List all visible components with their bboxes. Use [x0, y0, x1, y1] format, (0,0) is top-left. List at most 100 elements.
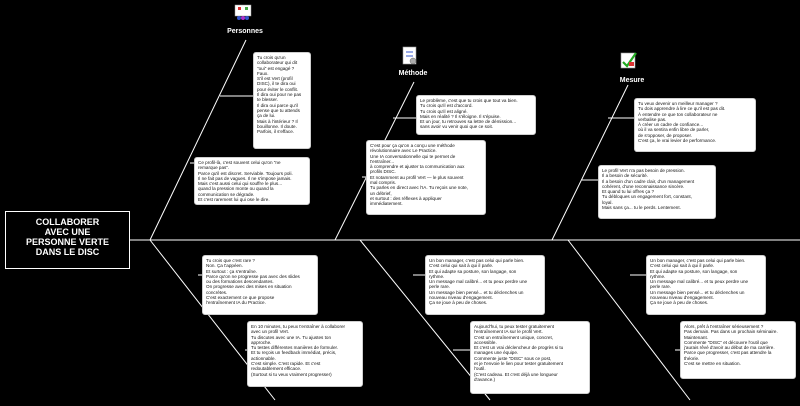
note-lower-4: Aujourd'hui, tu peux tester gratuitement…: [470, 321, 590, 394]
note-line: accessible.: [474, 339, 497, 345]
note-mesure-1: Tu veux devenir un meilleur manager ?Tu …: [634, 98, 756, 152]
note-line: "oui" est engagé ?: [257, 65, 295, 71]
note-line: nouveau niveau d'engagement.: [429, 295, 493, 301]
root-line: DANS LE DISC: [35, 247, 100, 257]
note-line: C'est exactement ce que propose: [206, 295, 275, 301]
people-board-icon: [234, 4, 252, 26]
checkmark-chart-icon: [620, 50, 638, 75]
checklist-icon: [402, 46, 418, 71]
note-line: révolutionnaire avec Le Practice.: [370, 148, 437, 154]
note-line: Parce que progresser, c'est pas attendre…: [684, 350, 772, 356]
note-line: Faux.: [257, 70, 269, 76]
note-line: DISC), il te dira oui: [257, 81, 296, 87]
note-line: (Surtout si tu veux vraiment progresser): [251, 371, 332, 377]
note-lower-1: Tu crois que c'est rare ?Non. Ça t'appée…: [202, 255, 318, 315]
note-line: immédiatement.: [370, 201, 403, 207]
note-line: Ça se joue à peu de choses.: [429, 300, 488, 306]
note-line: pense que tu attends: [257, 107, 300, 113]
note-line: te blesser.: [257, 97, 278, 103]
note-line: avec un profil Vert.: [251, 329, 290, 335]
note-line: Parce qu'on ne progresse pas avec des sl…: [206, 273, 300, 279]
note-line: C'est se mettre en situation.: [684, 361, 741, 367]
note-line: et surtout : des réflexes à appliquer: [370, 195, 442, 201]
category-label-methode: Méthode: [398, 70, 428, 77]
note-line: Parce qu'il est discret. Serviable. Touj…: [198, 170, 293, 176]
note-line: l'entraînement IA sur le profil Vert.: [474, 329, 543, 335]
note-line: Ce profil-là, c'est souvent celui qu'on …: [198, 160, 281, 165]
note-line: profils DISC.: [370, 169, 396, 175]
note-line: Tu débloques un engagement fort, constan…: [602, 194, 692, 200]
note-line: Mais c'est aussi celui qui souffre le pl…: [198, 181, 283, 187]
note-line: En 10 minutes, tu peux t'entraîner à col…: [251, 324, 346, 329]
note-line: actionnable.: [251, 355, 276, 361]
note-line: l'entraînement IA du Practice.: [206, 300, 266, 306]
note-line: Ça se joue à peu de choses.: [650, 300, 709, 306]
note-line: Et un jour, tu retrouves sa lettre de dé…: [420, 119, 517, 125]
note-line: à comprendre et ajuster ta communication…: [370, 164, 465, 170]
note-line: À entendre ce que ton collaborateur ne: [638, 111, 718, 117]
note-line: perle rare.: [650, 284, 671, 290]
root-line: PERSONNE VERTE: [25, 237, 110, 247]
note-line: Il ne fait pas de vagues. Il ne s'impose…: [198, 175, 292, 181]
note-line: Un message bien pensé... et tu déclenche…: [429, 289, 524, 295]
note-line: Tu crois qu'il est aligné.: [420, 108, 468, 114]
note-line: quand la pression monte ou quand la: [198, 186, 274, 192]
note-line: Tu crois qu'un: [257, 55, 286, 60]
note-line: Et surtout : ça s'entraîne.: [206, 268, 257, 274]
root-line: COLLABORER: [35, 217, 100, 227]
note-line: j'aurais rêvé d'avoir au début de ma car…: [684, 345, 775, 351]
note-line: Et tu reçois un feedback immédiat, préci…: [251, 350, 337, 356]
note-line: verbalise pas.: [638, 116, 667, 122]
note-line: Maintenant.: [684, 334, 709, 340]
note-methode-1: Le problème, c'est que tu crois que tout…: [416, 95, 536, 135]
note-line: Commente "DISC" et découvre l'outil que: [684, 339, 768, 345]
note-line: Une IA conversationnelle qui te permet d…: [370, 153, 456, 159]
note-line: Parfois, il s'efface.: [257, 129, 295, 135]
note-lower-2: En 10 minutes, tu peux t'entraîner à col…: [247, 321, 363, 387]
note-line: où il va sentira enfin libre de parler,: [638, 127, 710, 133]
rib-mesure: [551, 84, 629, 241]
note-lower-3: Un bon manager, c'est pas celui qui parl…: [425, 255, 545, 315]
note-line: Un message mal calibré... et tu peux per…: [429, 279, 528, 285]
note-line: de s'opposer, de proposer.: [638, 132, 692, 138]
rib-personnes: [149, 39, 247, 241]
note-line: cohérent, d'une reconnaissance sincère.: [602, 183, 685, 189]
note-line: À créer un cadre de confiance...: [638, 122, 704, 128]
note-line: mal compris.: [370, 180, 397, 186]
note-line: Et c'est rarement lui qui ose le dire.: [198, 197, 270, 203]
root-line: AVEC UNE: [44, 227, 91, 237]
note-line: (C'est cadeau. Et c'est déjà une longueu…: [474, 371, 558, 377]
note-line: t'entraîner...: [370, 158, 395, 164]
note-line: C'est celui qui sait à qui il parle.: [650, 263, 715, 269]
note-line: concrètes.: [206, 289, 228, 295]
note-mesure-2: Le profil Vert n'a pas besoin de pressio…: [598, 165, 716, 219]
note-line: C'est celui qui sait à qui il parle.: [429, 263, 494, 269]
rib-lower-2: [359, 239, 491, 401]
note-line: théorie.: [684, 355, 700, 361]
note-line: Mais à l'intérieur ? Il: [257, 118, 298, 124]
note-line: Et notamment au profil Vert — le plus so…: [370, 174, 464, 180]
note-line: loyal.: [602, 199, 613, 205]
note-line: l'outil.: [474, 366, 486, 372]
note-line: Mais en réalité ? Il s'éloigne. Il s'épu…: [420, 113, 501, 119]
root-title: COLLABORER AVEC UNE PERSONNE VERTE DANS …: [5, 211, 130, 269]
category-label-personnes: Personnes: [227, 28, 263, 35]
note-line: Tu testes différentes manières de formul…: [251, 345, 339, 351]
note-line: Et quand tu lui offres ça ?: [602, 189, 655, 195]
note-line: et je t'envoie le lien pour tester gratu…: [474, 361, 563, 367]
note-line: Mais sans ça... tu le perds. Lentement.: [602, 205, 681, 211]
note-line: Tu crois qu'il est d'accord.: [420, 103, 473, 109]
note-line: Tu dois apprendre à lire ce qu'il est pa…: [638, 106, 726, 112]
note-line: Un message bien pensé... et tu déclenche…: [650, 289, 745, 295]
note-line: On progresse avec des mises en situation: [206, 284, 292, 290]
note-line: Commente juste "DISC" sous ce post,: [474, 355, 552, 361]
note-line: C'est pour ça qu'on a conçu une méthode: [370, 143, 455, 148]
note-line: sans avoir vu venir quoi que ce soit.: [420, 124, 494, 130]
note-line: redoutablement efficace.: [251, 366, 302, 372]
note-line: un débrief,: [370, 190, 392, 196]
note-line: collaborateur qui dit: [257, 60, 298, 66]
note-line: pour éviter le conflit.: [257, 86, 299, 92]
note-line: C'est ça, le vrai levier de performance.: [638, 138, 717, 144]
